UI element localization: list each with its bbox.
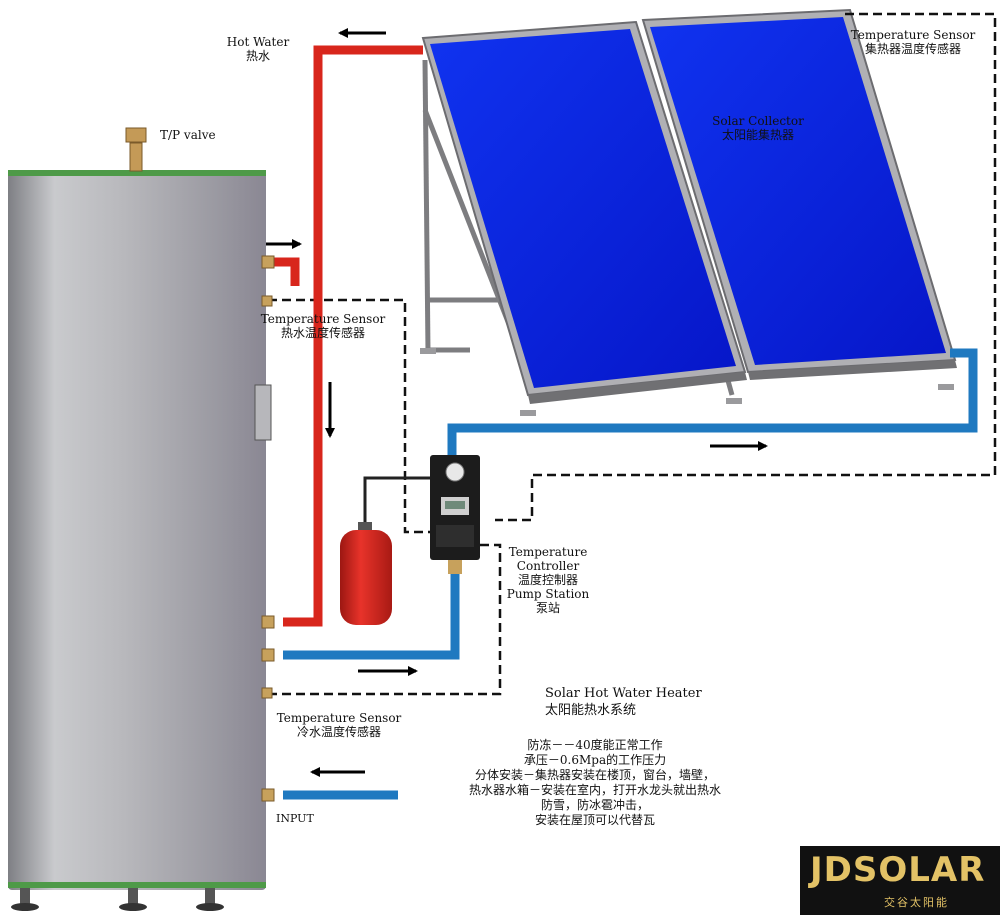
collector-sensor-label: Temperature Sensor 集热器温度传感器 [850,28,976,56]
feature-item: 防冻－－40度能正常工作 [527,738,663,752]
cold-water-pipe [283,348,978,800]
brand-name-cn: 交谷太阳能 [884,896,949,909]
expansion-tank [340,522,392,625]
tank-fittings [261,255,275,802]
solar-collector-right [641,8,957,380]
feature-item: 热水器水箱－安装在室内，打开水龙头就出热水 [468,783,721,797]
system-title: Solar Hot Water Heater 太阳能热水系统 [545,686,702,718]
collector-feet [420,348,954,416]
hot-water-sensor-label: Temperature Sensor 热水温度传感器 [260,312,386,340]
feature-item: 承压－0.6Mpa的工作压力 [523,753,667,767]
brand-logo: JDSOLAR 交谷太阳能 [800,846,1000,915]
solar-collector-label: Solar Collector 太阳能集热器 [712,114,804,142]
tp-valve [125,127,147,172]
brand-name: JDSOLAR [810,850,986,890]
tp-valve-label: T/P valve [160,128,216,142]
hot-water-label: Hot Water 热水 [226,35,290,63]
water-tank [8,170,272,911]
feature-item: 安装在屋顶可以代替瓦 [534,813,655,827]
sensor-wiring [268,12,997,696]
expansion-line [363,476,433,525]
flow-arrows [266,28,768,777]
input-label: INPUT [276,812,314,825]
solar-collector-left [421,20,747,404]
hot-water-pipe [272,45,423,627]
pump-station [430,455,480,574]
cold-water-sensor-label: Temperature Sensor 冷水温度传感器 [276,711,402,739]
feature-item: 分体安装－集热器安装在楼顶，窗台，墙壁， [474,768,715,782]
feature-list: 防冻－－40度能正常工作 承压－0.6Mpa的工作压力 分体安装－集热器安装在楼… [450,738,740,828]
controller-label: Temperature Controller 温度控制器 Pump Statio… [506,545,590,615]
feature-item: 防雪，防冰雹冲击， [540,798,649,812]
